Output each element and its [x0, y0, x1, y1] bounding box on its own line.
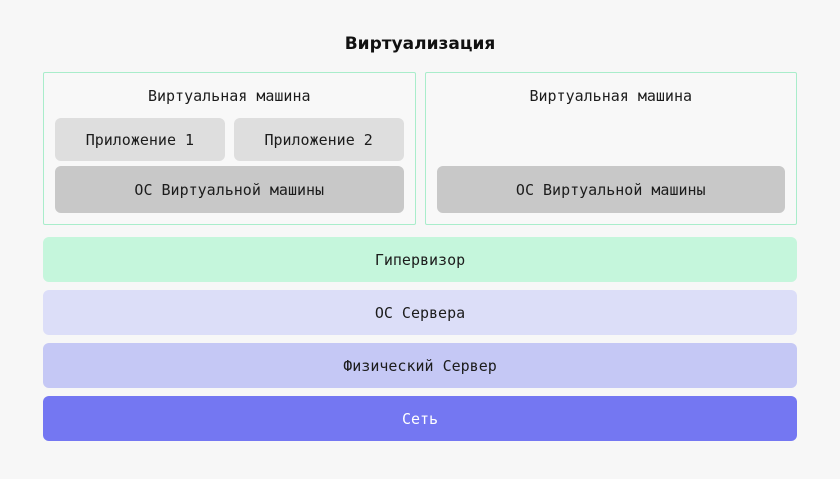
layer-hypervisor: Гипервизор	[43, 237, 797, 282]
vm-1-app-1: Приложение 1	[55, 118, 225, 161]
vm-2-os: ОС Виртуальной машины	[436, 166, 785, 213]
layer-stack: Гипервизор ОС Сервера Физический Сервер …	[43, 237, 797, 441]
vm-box-2: Виртуальная машина ОС Виртуальной машины	[424, 72, 797, 225]
vm-row: Виртуальная машина Приложение 1 Приложен…	[43, 72, 797, 225]
vm-1-app-2: Приложение 2	[233, 118, 404, 161]
layer-physical-server: Физический Сервер	[43, 343, 797, 388]
vm-1-app-row: Приложение 1 Приложение 2	[55, 118, 404, 161]
vm-1-label: Виртуальная машина	[147, 87, 311, 105]
layer-server-os: ОС Сервера	[43, 290, 797, 335]
vm-2-label: Виртуальная машина	[529, 87, 693, 105]
vm-1-os: ОС Виртуальной машины	[55, 166, 404, 213]
layer-network: Сеть	[43, 396, 797, 441]
diagram-title: Виртуализация	[344, 34, 496, 54]
vm-box-1: Виртуальная машина Приложение 1 Приложен…	[43, 72, 416, 225]
